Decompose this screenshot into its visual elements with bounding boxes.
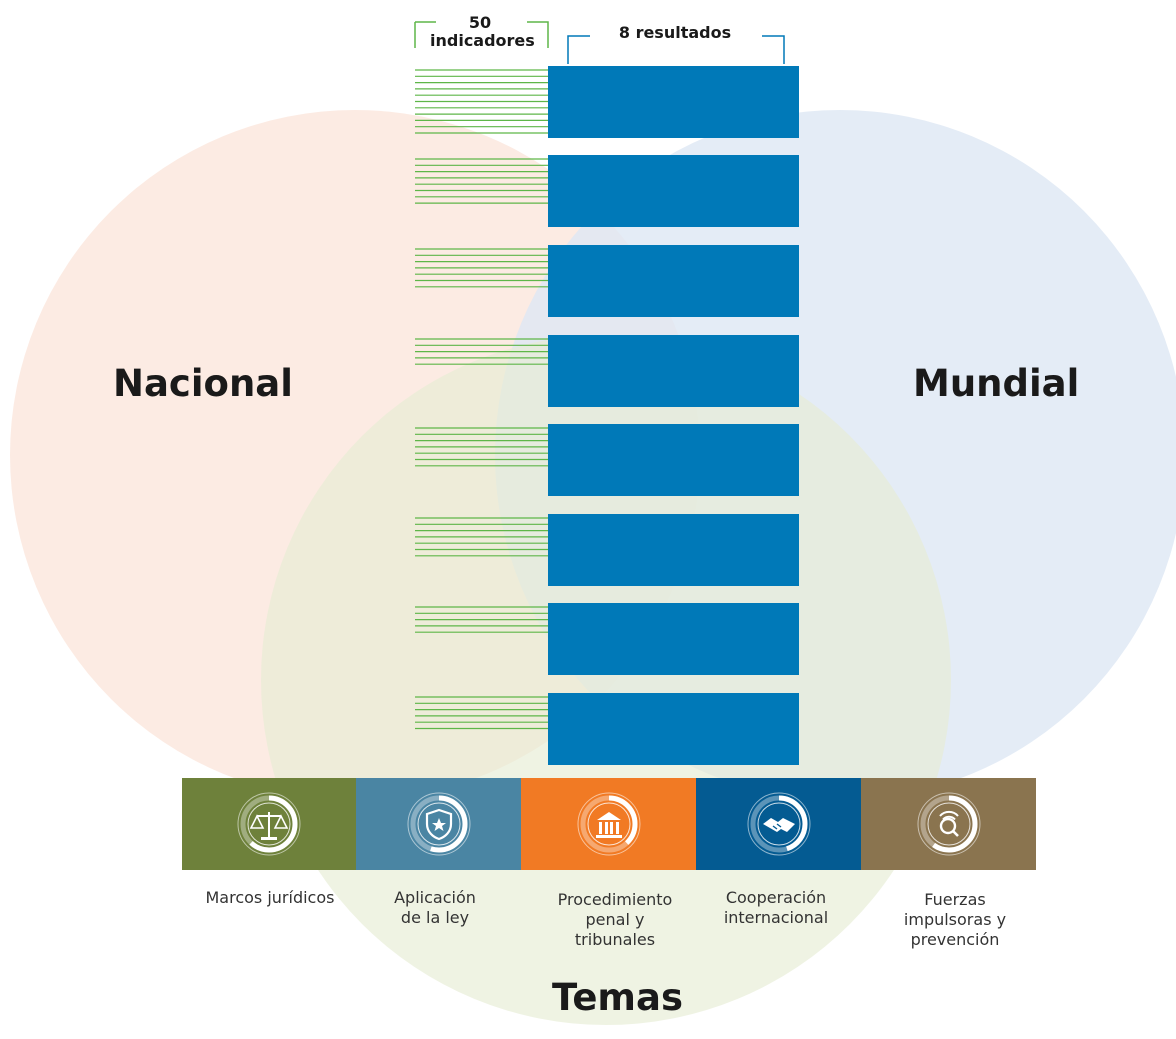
indicadores-label: 50 indicadores	[430, 13, 535, 50]
resultados-bracket-right	[762, 35, 785, 64]
result-box	[548, 603, 799, 675]
indicadores-word: indicadores	[430, 31, 535, 50]
indicator-group	[415, 696, 548, 730]
progress-ring	[410, 795, 467, 853]
indicadores-bracket-right	[527, 21, 549, 48]
courthouse-icon	[577, 792, 640, 856]
handshake-icon	[747, 792, 810, 856]
theme-caption: Cooperación internacional	[723, 888, 829, 927]
progress-ring	[750, 795, 807, 853]
magnifier-signal-icon	[917, 792, 980, 856]
result-box	[548, 335, 799, 407]
indicator-group	[415, 517, 548, 557]
result-box	[548, 66, 799, 138]
result-box	[548, 245, 799, 317]
indicator-group	[415, 606, 548, 633]
resultados-bracket-left	[567, 35, 590, 64]
result-box	[548, 693, 799, 765]
theme-caption: Fuerzas impulsoras y prevención	[903, 890, 1007, 949]
police-badge-icon	[407, 792, 470, 856]
theme-tile	[356, 778, 521, 870]
theme-tile	[696, 778, 861, 870]
theme-tile	[521, 778, 696, 870]
indicator-group	[415, 69, 548, 134]
theme-caption: Procedimiento penal y tribunales	[557, 890, 673, 949]
theme-caption: Aplicación de la ley	[394, 888, 476, 927]
indicator-group	[415, 338, 548, 365]
theme-caption: Marcos jurídicos	[205, 888, 335, 907]
resultados-label: 8 resultados	[618, 23, 732, 42]
temas-label: Temas	[552, 976, 683, 1019]
nacional-label: Nacional	[113, 362, 293, 405]
theme-tile	[861, 778, 1036, 870]
scales-icon	[237, 792, 301, 856]
indicator-group	[415, 158, 548, 204]
indicator-group	[415, 248, 548, 288]
mundial-label: Mundial	[913, 362, 1080, 405]
progress-ring	[920, 795, 977, 853]
indicator-group	[415, 427, 548, 467]
indicadores-count: 50	[468, 13, 492, 32]
result-box	[548, 155, 799, 227]
progress-ring	[240, 795, 298, 853]
result-box	[548, 514, 799, 586]
indicadores-bracket-left	[414, 21, 436, 48]
theme-tile	[182, 778, 356, 870]
result-box	[548, 424, 799, 496]
progress-ring	[580, 795, 637, 853]
